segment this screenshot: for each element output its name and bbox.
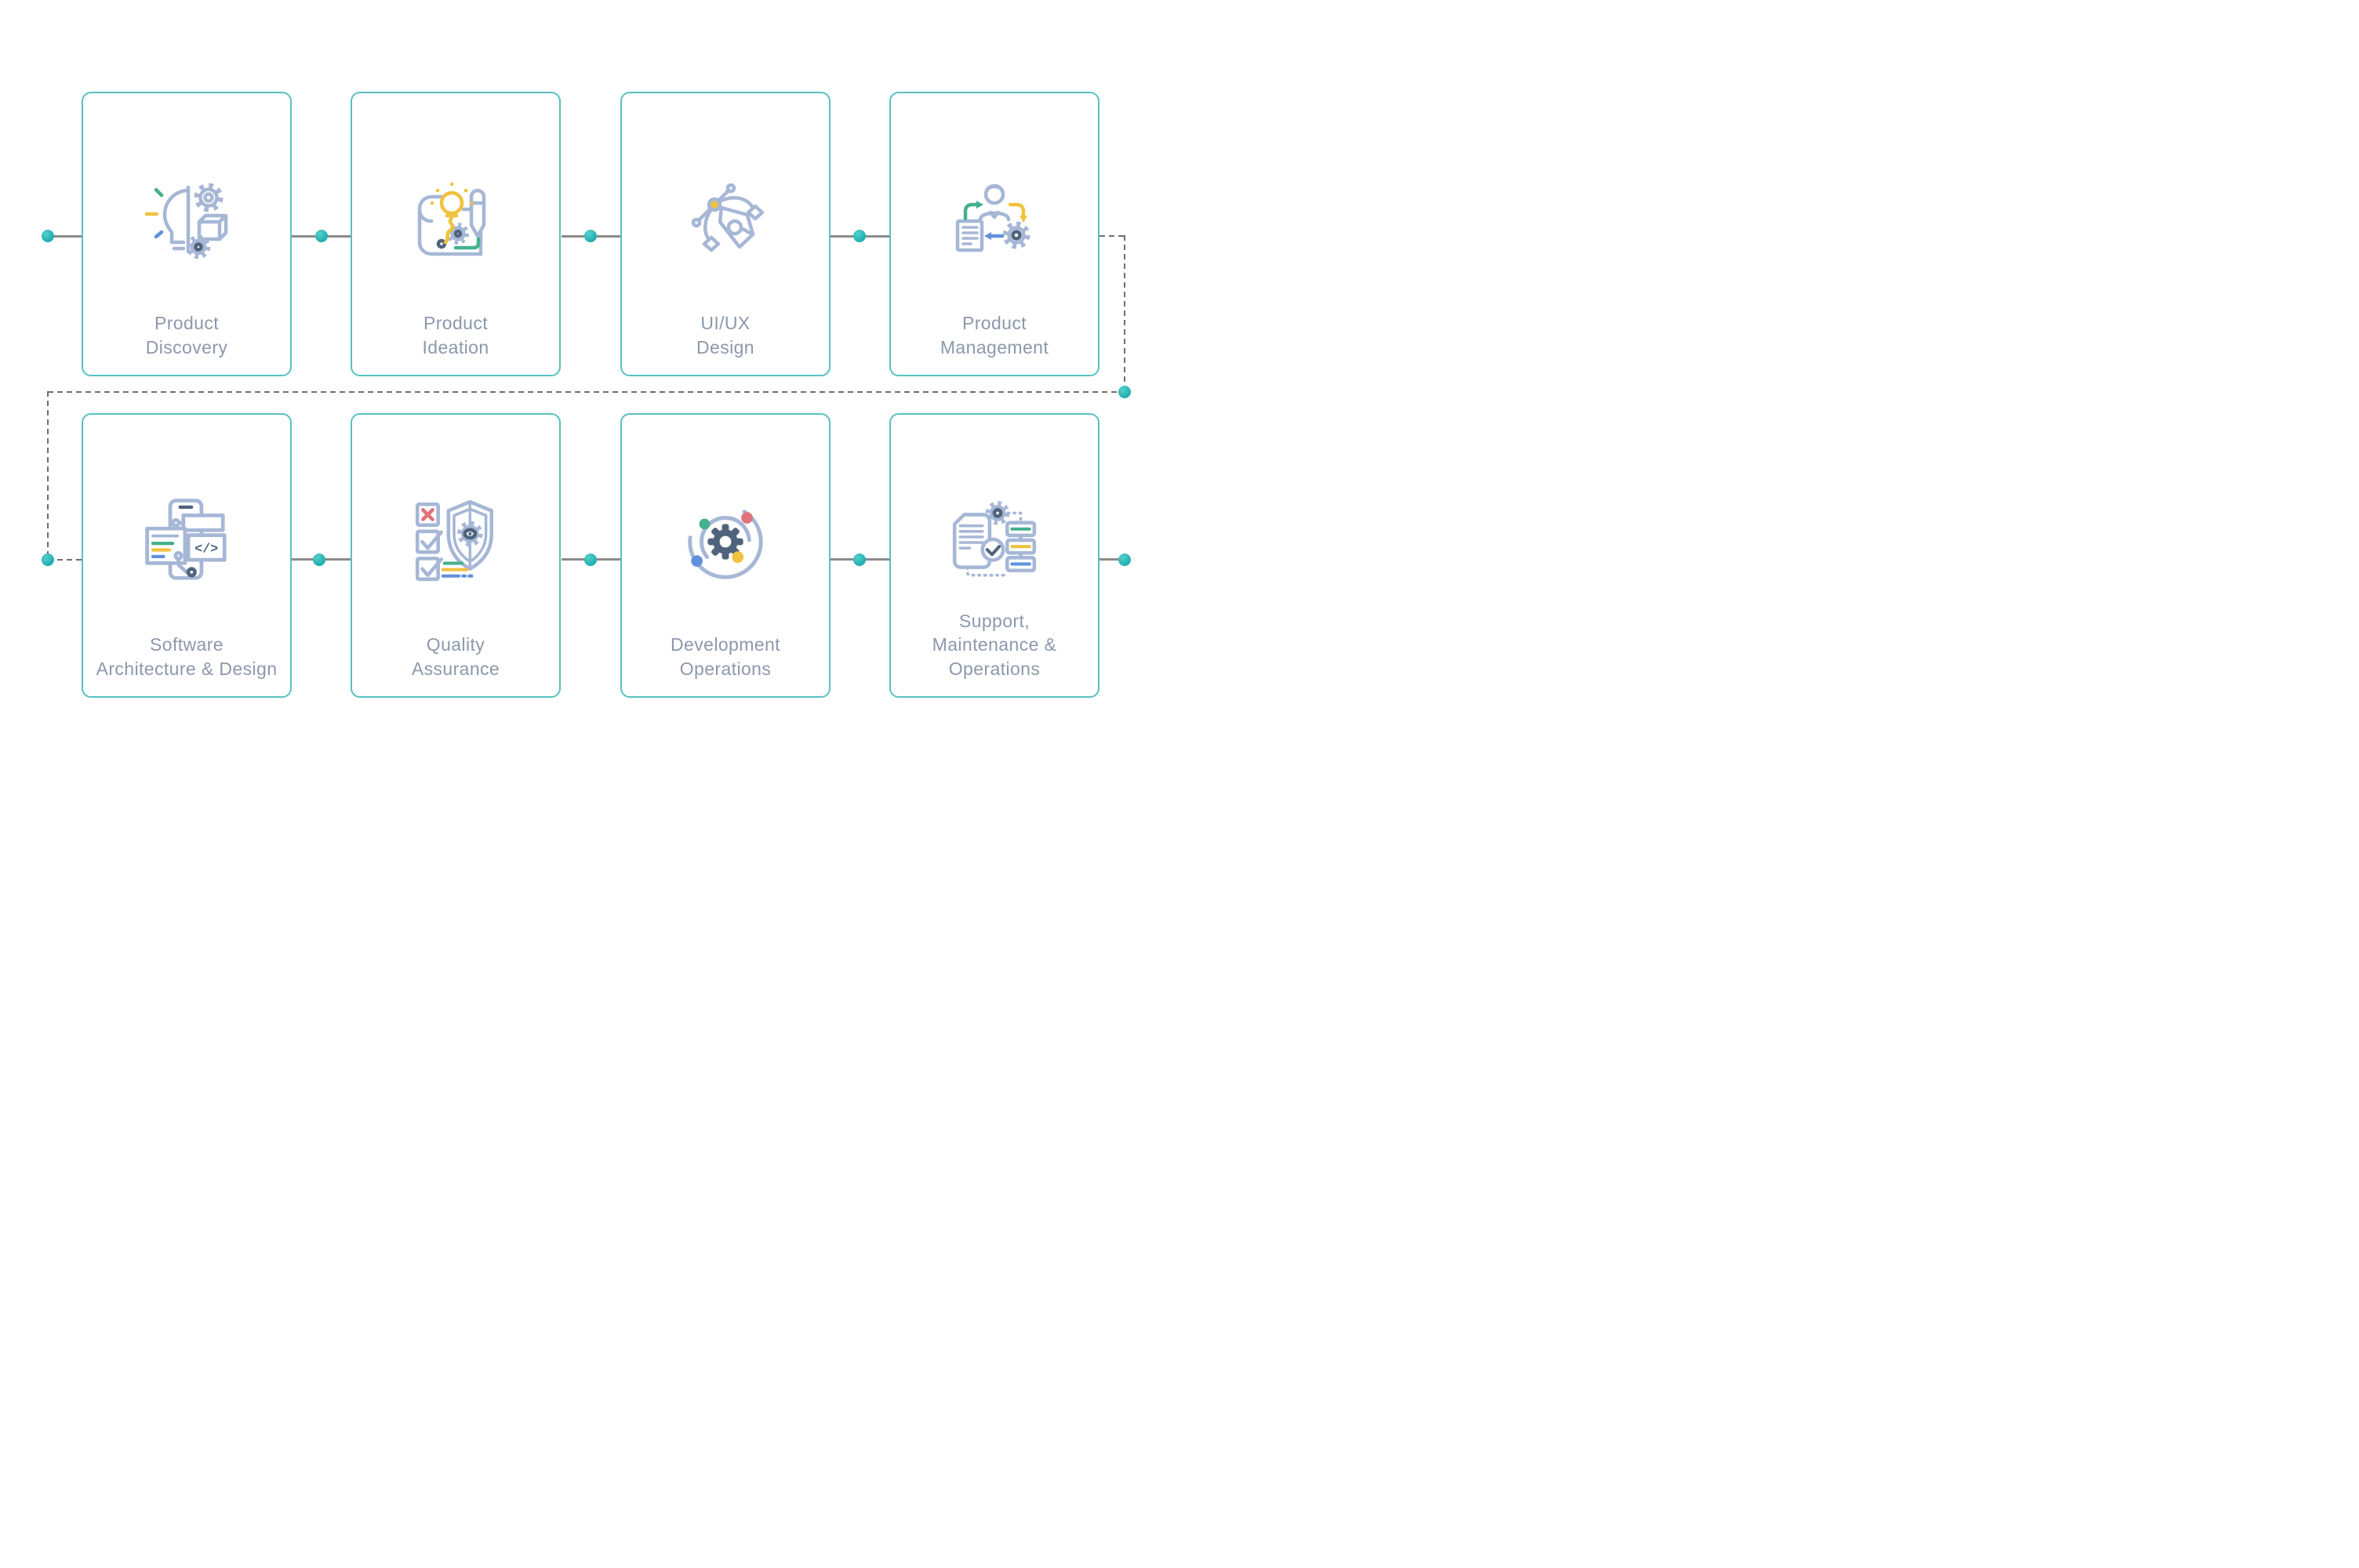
dashed-connector [47,391,49,560]
card-quality-assurance: Quality Assurance [351,413,561,698]
node-dot [42,553,54,566]
node-dot [1118,553,1131,566]
card-product-ideation: Product Ideation [351,92,561,376]
card-product-discovery: Product Discovery [82,92,292,376]
dashed-connector [48,558,82,561]
card-label: Development Operations [671,634,780,679]
support-maintenance-icon [952,500,1037,576]
product-discovery-icon [144,183,228,259]
card-development-operations: Development Operations [620,413,831,698]
node-dot [1118,386,1131,398]
product-management-icon [955,183,1030,252]
card-label: Quality Assurance [411,634,500,679]
connector-line [48,234,82,238]
node-dot [315,230,328,242]
quality-assurance-icon [415,499,494,581]
node-dot [313,553,325,566]
dashed-connector [1100,235,1125,237]
connector-line [1100,558,1125,561]
software-architecture-icon: </> [145,498,227,580]
product-ideation-icon [417,182,486,256]
card-label: Support, Maintenance & Operations [932,610,1057,679]
dashed-connector [1124,235,1125,392]
card-ui-ux-design: UI/UX Design [620,92,831,376]
card-label: Product Ideation [422,313,489,358]
card-label: Product Discovery [145,313,228,358]
card-software-architecture: </> Software Architecture & Design [82,413,292,698]
card-label: Product Management [940,313,1049,358]
development-operations-icon [688,503,763,579]
dashed-connector [48,391,1125,393]
process-diagram: Product Discovery [0,0,1180,784]
node-dot [584,553,597,566]
node-dot [853,553,866,566]
ui-ux-design-icon [691,183,765,252]
node-dot [853,230,866,242]
node-dot [584,230,597,242]
code-glyph: </> [194,542,218,557]
card-support-maintenance: Support, Maintenance & Operations [889,413,1100,698]
card-label: Software Architecture & Design [96,634,278,679]
card-product-management: Product Management [889,92,1100,376]
card-label: UI/UX Design [696,313,754,358]
node-dot [42,230,54,242]
